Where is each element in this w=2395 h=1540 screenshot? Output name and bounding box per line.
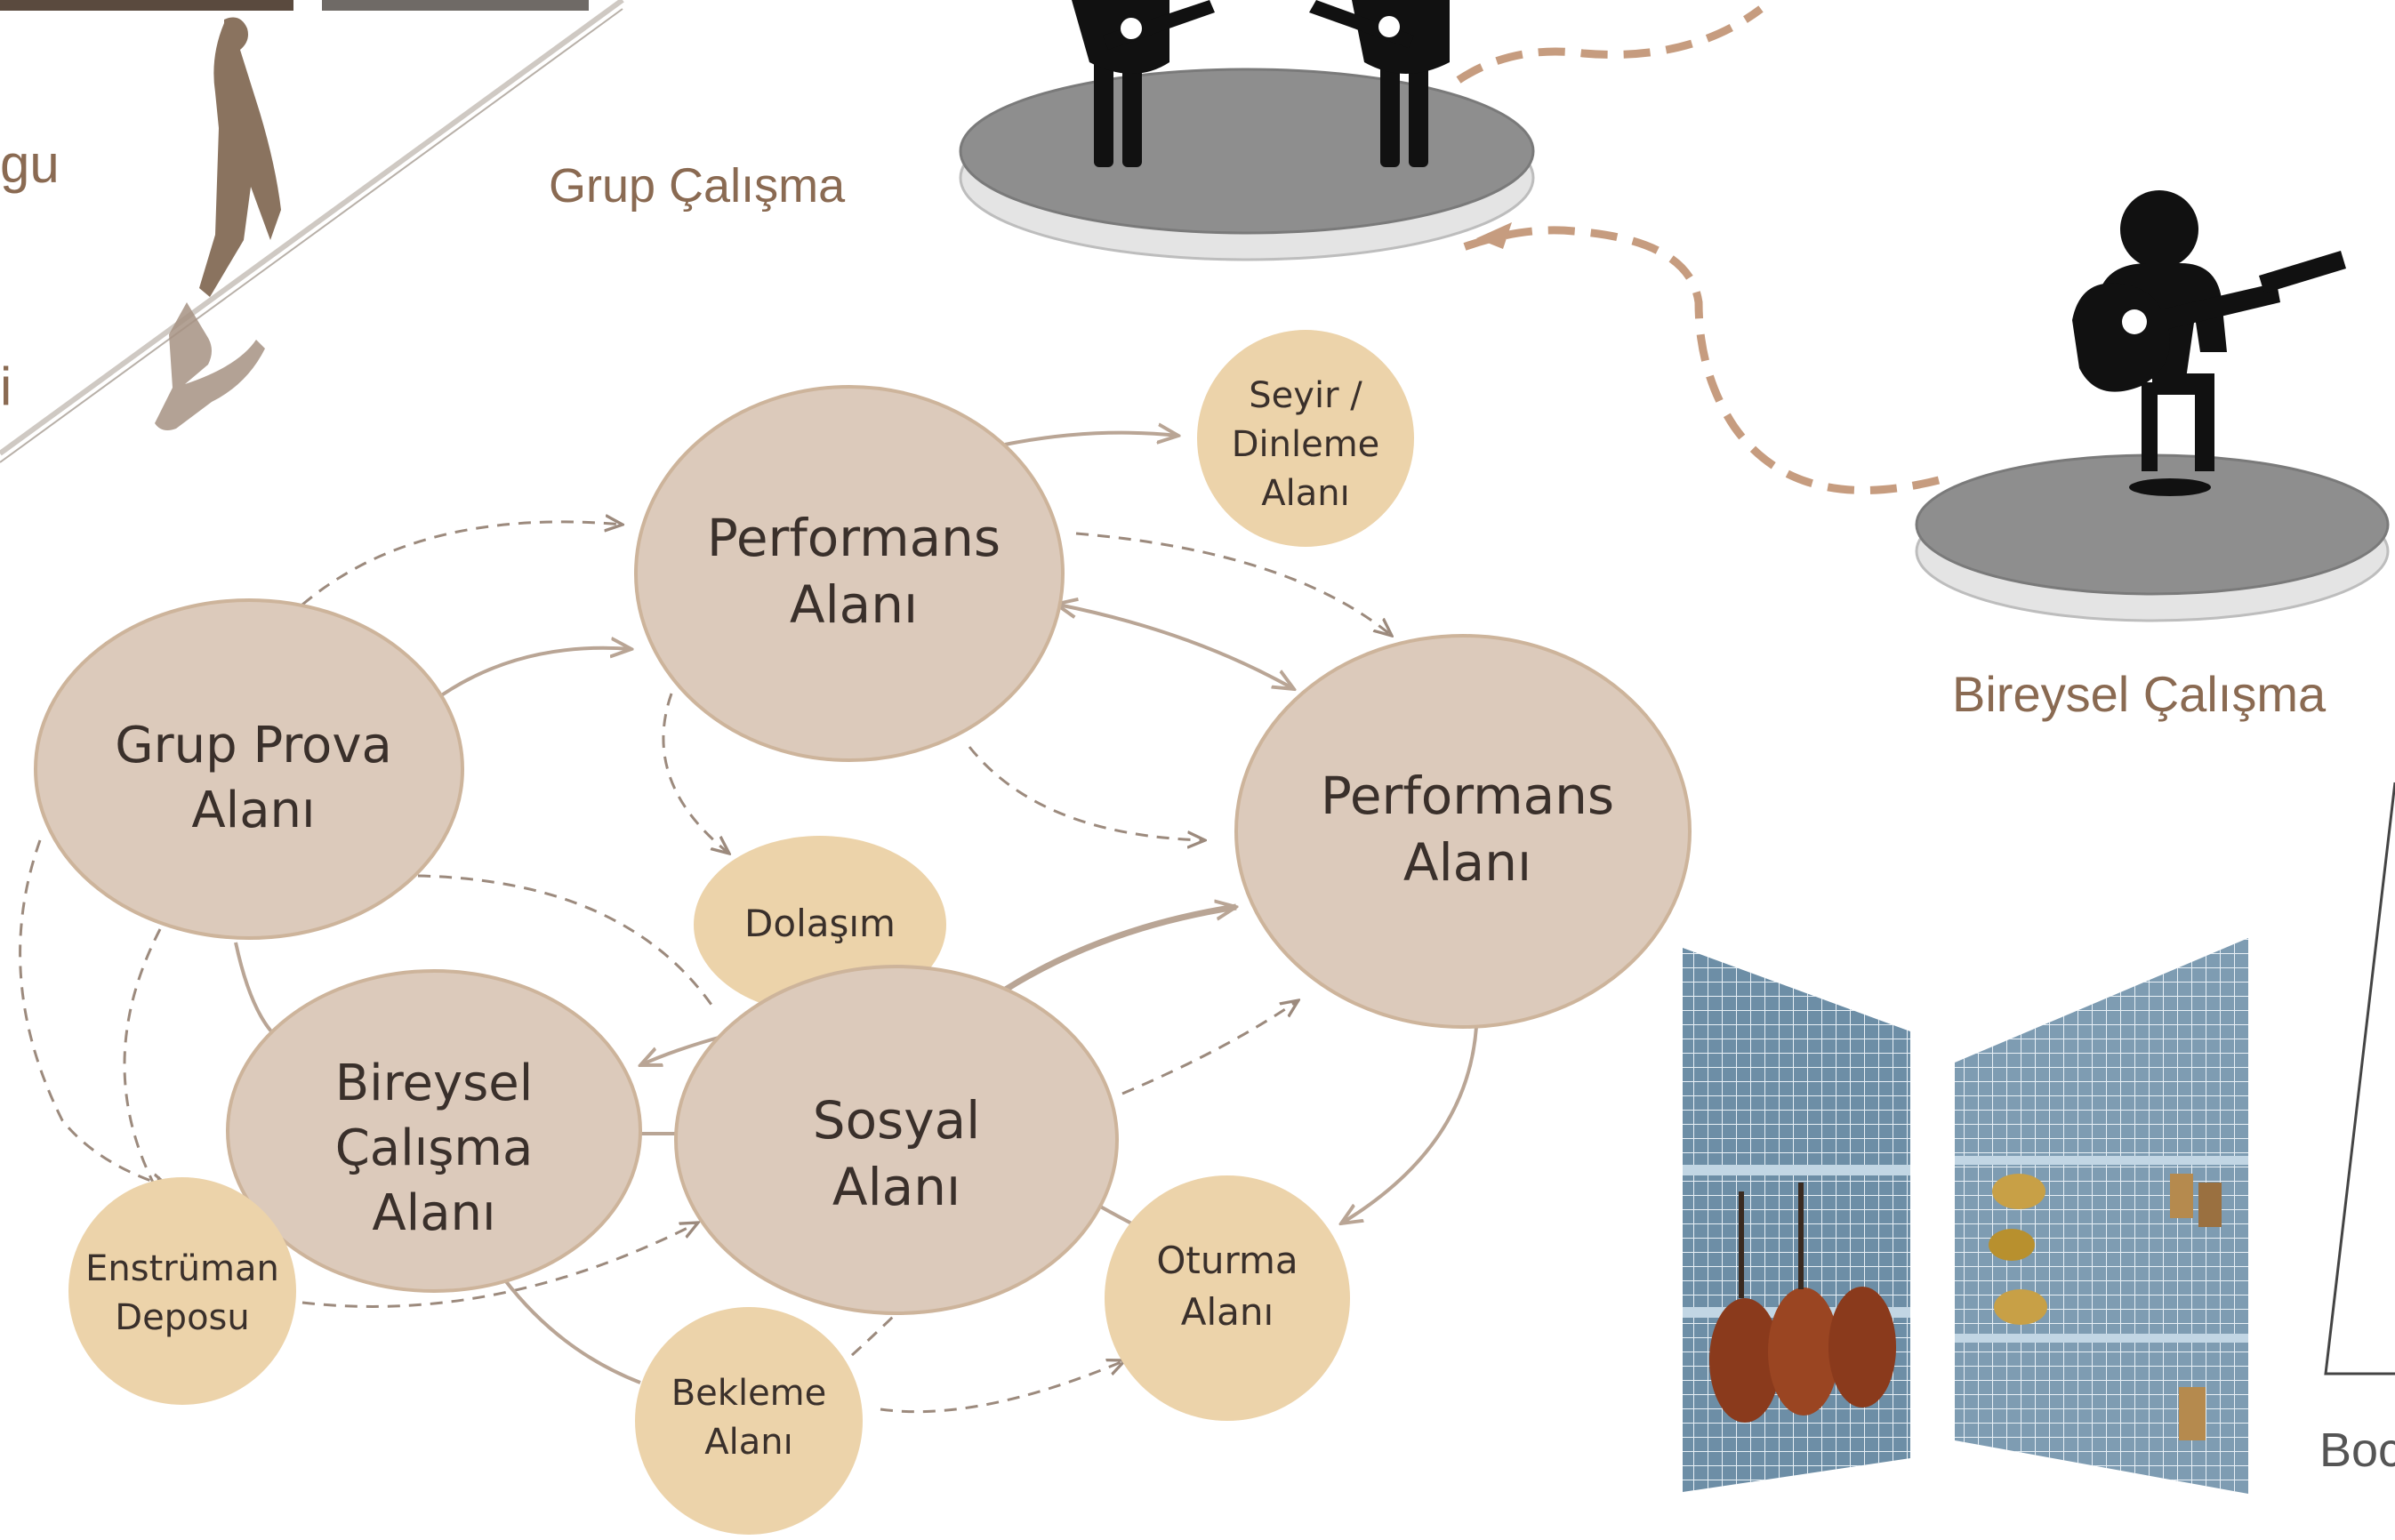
connection-path-dashed	[1456, 5, 1941, 494]
group-stage-disc	[959, 68, 1535, 261]
text-fragment-left-1: gu	[0, 134, 60, 194]
svg-text:Dolaşım: Dolaşım	[744, 902, 896, 945]
instrument-storage-photo	[1683, 938, 2248, 1494]
guitarist-icon	[2072, 190, 2346, 496]
frame-line	[2324, 782, 2395, 1376]
guitarist-pair-icon	[1072, 0, 1450, 167]
path-arrowhead	[1476, 222, 1512, 249]
text-fragment-right: Boc	[2319, 1424, 2395, 1477]
individual-stage-disc	[1915, 453, 2390, 622]
walking-person-silhouette	[0, 0, 624, 463]
text-fragment-left-2: i	[0, 357, 12, 416]
photo-strip-fragment	[0, 0, 589, 11]
label-individual-study: Bireysel Çalışma	[1952, 666, 2327, 722]
label-group-study: Grup Çalışma	[549, 159, 846, 213]
